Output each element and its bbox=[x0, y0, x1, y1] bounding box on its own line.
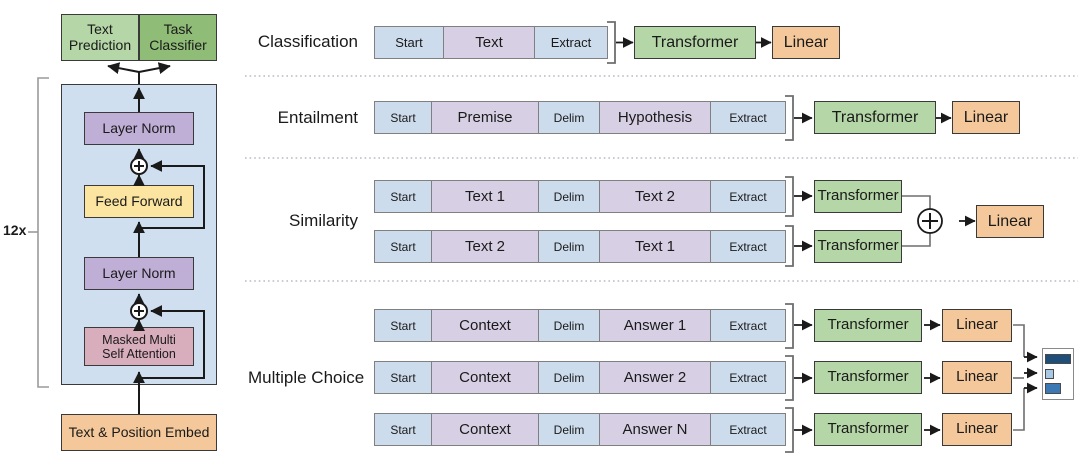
token-extract: Extract bbox=[710, 413, 786, 446]
token-text: Text bbox=[443, 26, 535, 59]
token-start: Start bbox=[374, 413, 432, 446]
token-start: Start bbox=[374, 180, 432, 213]
token-start: Start bbox=[374, 101, 432, 134]
token-context: Context bbox=[431, 413, 539, 446]
token-strip-classification: Start Text Extract bbox=[374, 26, 608, 59]
layer-norm-top-label: Layer Norm bbox=[102, 119, 176, 136]
token-strip-mc-row3: Start Context Delim Answer N Extract bbox=[374, 413, 786, 446]
linear-label: Linear bbox=[956, 420, 998, 438]
token-answer-1: Answer 1 bbox=[599, 309, 711, 342]
softmax-bar-3 bbox=[1045, 383, 1061, 394]
token-strip-similarity-row1: Start Text 1 Delim Text 2 Extract bbox=[374, 180, 786, 213]
transformer-label: Transformer bbox=[817, 237, 899, 255]
token-context: Context bbox=[431, 361, 539, 394]
token-premise: Premise bbox=[431, 101, 539, 134]
token-hypothesis: Hypothesis bbox=[599, 101, 711, 134]
task-label-multiple-choice: Multiple Choice bbox=[248, 368, 365, 387]
masked-multi-self-attention-box: Masked Multi Self Attention bbox=[84, 327, 194, 366]
token-delim: Delim bbox=[538, 361, 600, 394]
token-strip-mc-row1: Start Context Delim Answer 1 Extract bbox=[374, 309, 786, 342]
transformer-similarity-row1: Transformer bbox=[814, 180, 902, 213]
softmax-bar-1 bbox=[1045, 354, 1071, 364]
task-classifier-box: Task Classifier bbox=[139, 14, 217, 61]
token-strip-similarity-row2: Start Text 2 Delim Text 1 Extract bbox=[374, 230, 786, 263]
text-prediction-label: Text Prediction bbox=[68, 20, 132, 53]
task-classifier-label: Task Classifier bbox=[149, 20, 207, 53]
token-extract: Extract bbox=[534, 26, 608, 59]
layer-norm-bottom-label: Layer Norm bbox=[102, 264, 176, 281]
repeat-count-label: 12x bbox=[3, 222, 27, 238]
transformer-label: Transformer bbox=[827, 316, 909, 334]
transformer-label: Transformer bbox=[827, 420, 909, 438]
token-delim: Delim bbox=[538, 309, 600, 342]
masked-multi-self-attention-label: Masked Multi Self Attention bbox=[102, 332, 176, 361]
token-start: Start bbox=[374, 26, 444, 59]
transformer-similarity-row2: Transformer bbox=[814, 230, 902, 263]
text-prediction-box: Text Prediction bbox=[61, 14, 139, 61]
transformer-label: Transformer bbox=[817, 187, 899, 205]
text-position-embed-box: Text & Position Embed bbox=[61, 414, 217, 451]
token-strip-entailment: Start Premise Delim Hypothesis Extract bbox=[374, 101, 786, 134]
task-label-similarity: Similarity bbox=[289, 211, 358, 230]
linear-label: Linear bbox=[783, 33, 829, 51]
layer-norm-top-box: Layer Norm bbox=[84, 112, 194, 145]
linear-mc-row2: Linear bbox=[942, 361, 1012, 394]
linear-classification: Linear bbox=[772, 26, 840, 59]
token-delim: Delim bbox=[538, 230, 600, 263]
linear-mc-row1: Linear bbox=[942, 309, 1012, 342]
text-position-embed-label: Text & Position Embed bbox=[68, 423, 210, 440]
transformer-entailment: Transformer bbox=[814, 101, 936, 134]
token-start: Start bbox=[374, 230, 432, 263]
token-delim: Delim bbox=[538, 180, 600, 213]
transformer-label: Transformer bbox=[831, 108, 919, 126]
task-label-classification: Classification bbox=[257, 32, 358, 51]
token-text-1: Text 1 bbox=[599, 230, 711, 263]
transformer-mc-row1: Transformer bbox=[814, 309, 922, 342]
token-delim: Delim bbox=[538, 101, 600, 134]
linear-label: Linear bbox=[963, 108, 1009, 126]
linear-label: Linear bbox=[987, 212, 1033, 230]
token-extract: Extract bbox=[710, 180, 786, 213]
token-answer-2: Answer 2 bbox=[599, 361, 711, 394]
linear-label: Linear bbox=[956, 368, 998, 386]
transformer-label: Transformer bbox=[827, 368, 909, 386]
token-extract: Extract bbox=[710, 309, 786, 342]
linear-mc-row3: Linear bbox=[942, 413, 1012, 446]
token-delim: Delim bbox=[538, 413, 600, 446]
left-architecture-diagram: Text Prediction Task Classifier Layer No… bbox=[0, 0, 248, 462]
token-strip-mc-row2: Start Context Delim Answer 2 Extract bbox=[374, 361, 786, 394]
layer-norm-bottom-box: Layer Norm bbox=[84, 257, 194, 290]
linear-entailment: Linear bbox=[952, 101, 1020, 134]
feed-forward-box: Feed Forward bbox=[84, 185, 194, 218]
token-text-2: Text 2 bbox=[599, 180, 711, 213]
token-start: Start bbox=[374, 309, 432, 342]
token-extract: Extract bbox=[710, 101, 786, 134]
token-start: Start bbox=[374, 361, 432, 394]
task-label-entailment: Entailment bbox=[277, 108, 358, 127]
token-extract: Extract bbox=[710, 361, 786, 394]
token-text-1: Text 1 bbox=[431, 180, 539, 213]
token-context: Context bbox=[431, 309, 539, 342]
token-answer-n: Answer N bbox=[599, 413, 711, 446]
token-text-2: Text 2 bbox=[431, 230, 539, 263]
transformer-classification: Transformer bbox=[634, 26, 756, 59]
linear-similarity: Linear bbox=[976, 205, 1044, 238]
softmax-bar-chart bbox=[1042, 348, 1074, 400]
linear-label: Linear bbox=[956, 316, 998, 334]
token-extract: Extract bbox=[710, 230, 786, 263]
transformer-mc-row3: Transformer bbox=[814, 413, 922, 446]
softmax-bar-2 bbox=[1045, 369, 1054, 379]
transformer-label: Transformer bbox=[651, 33, 739, 51]
transformer-mc-row2: Transformer bbox=[814, 361, 922, 394]
feed-forward-label: Feed Forward bbox=[95, 192, 183, 209]
